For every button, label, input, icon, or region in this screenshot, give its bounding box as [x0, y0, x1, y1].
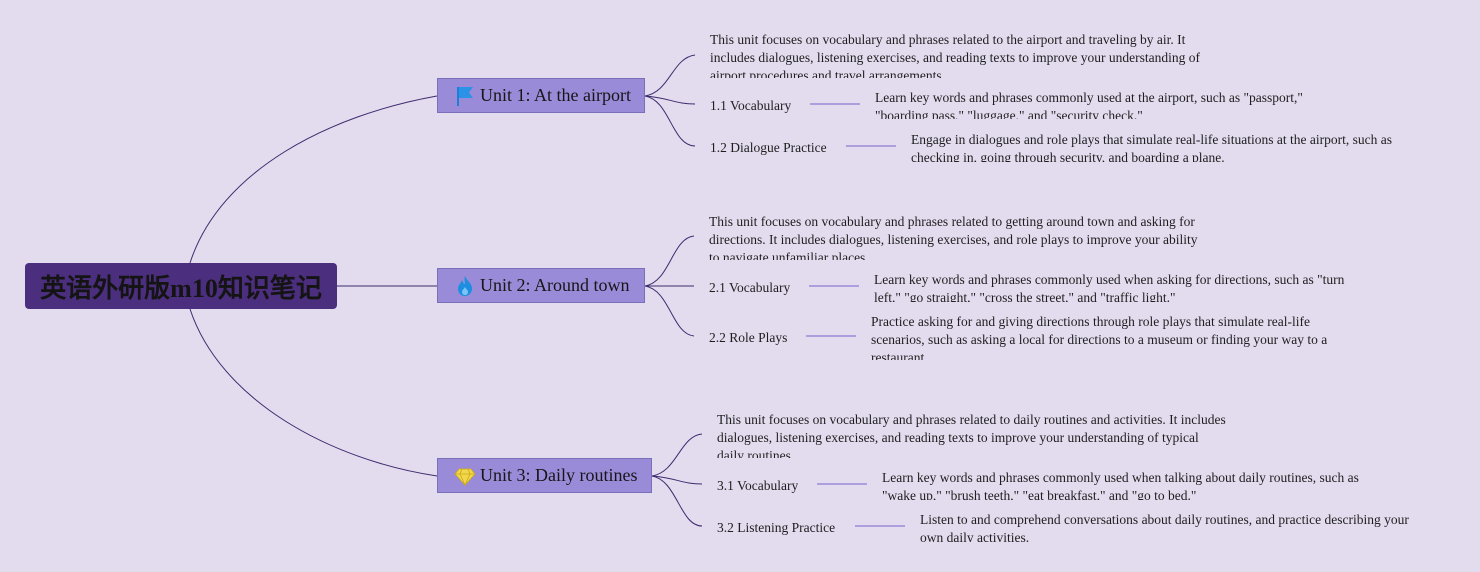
unit-1-title: Unit 1: At the airport [480, 85, 631, 105]
connector-unit-3-topic-2 [651, 475, 703, 527]
unit-3-node[interactable]: Unit 3: Daily routines [437, 458, 652, 493]
topic-3-1-label[interactable]: 3.1 Vocabulary [717, 478, 799, 493]
topic-2-2-detail: Practice asking for and giving direction… [871, 314, 1328, 360]
connector-root-unit-3 [189, 308, 438, 477]
connector-unit-2-summary [644, 235, 695, 287]
fire-icon [454, 275, 476, 297]
topic-1-1-detail: Learn key words and phrases commonly use… [875, 90, 1303, 119]
topic-2-2-label[interactable]: 2.2 Role Plays [709, 330, 788, 345]
connector-unit-3-summary [651, 433, 703, 477]
flag-icon [454, 85, 476, 107]
connector-unit-1-summary [644, 54, 696, 97]
root-title: 英语外研版m10知识笔记 [40, 273, 322, 303]
topic-3-1-detail: Learn key words and phrases commonly use… [882, 470, 1359, 500]
topic-3-2-detail: Listen to and comprehend conversations a… [920, 512, 1409, 542]
unit-2-summary: This unit focuses on vocabulary and phra… [709, 214, 1198, 260]
unit-1-summary: This unit focuses on vocabulary and phra… [710, 32, 1201, 78]
unit-3-title: Unit 3: Daily routines [480, 465, 638, 485]
connector-unit-1-topic-1 [644, 95, 696, 105]
connector-unit-3-topic-1 [651, 475, 703, 485]
connector-unit-1-topic-2 [644, 95, 696, 147]
topic-2-1-label[interactable]: 2.1 Vocabulary [709, 280, 791, 295]
unit-3-summary: This unit focuses on vocabulary and phra… [717, 412, 1226, 458]
topic-3-2-label[interactable]: 3.2 Listening Practice [717, 520, 836, 535]
unit-2-node[interactable]: Unit 2: Around town [437, 268, 645, 303]
unit-1-node[interactable]: Unit 1: At the airport [437, 78, 645, 113]
root-node[interactable]: 英语外研版m10知识笔记 [25, 263, 337, 309]
topic-1-2-detail: Engage in dialogues and role plays that … [911, 132, 1392, 162]
topic-2-1-detail: Learn key words and phrases commonly use… [874, 272, 1345, 302]
topic-1-2-label[interactable]: 1.2 Dialogue Practice [710, 140, 827, 155]
topic-1-1-label[interactable]: 1.1 Vocabulary [710, 98, 792, 113]
connector-root-unit-1 [189, 95, 438, 264]
connector-unit-2-topic-2 [644, 285, 695, 337]
diamond-icon [454, 465, 476, 487]
unit-2-title: Unit 2: Around town [480, 275, 630, 295]
